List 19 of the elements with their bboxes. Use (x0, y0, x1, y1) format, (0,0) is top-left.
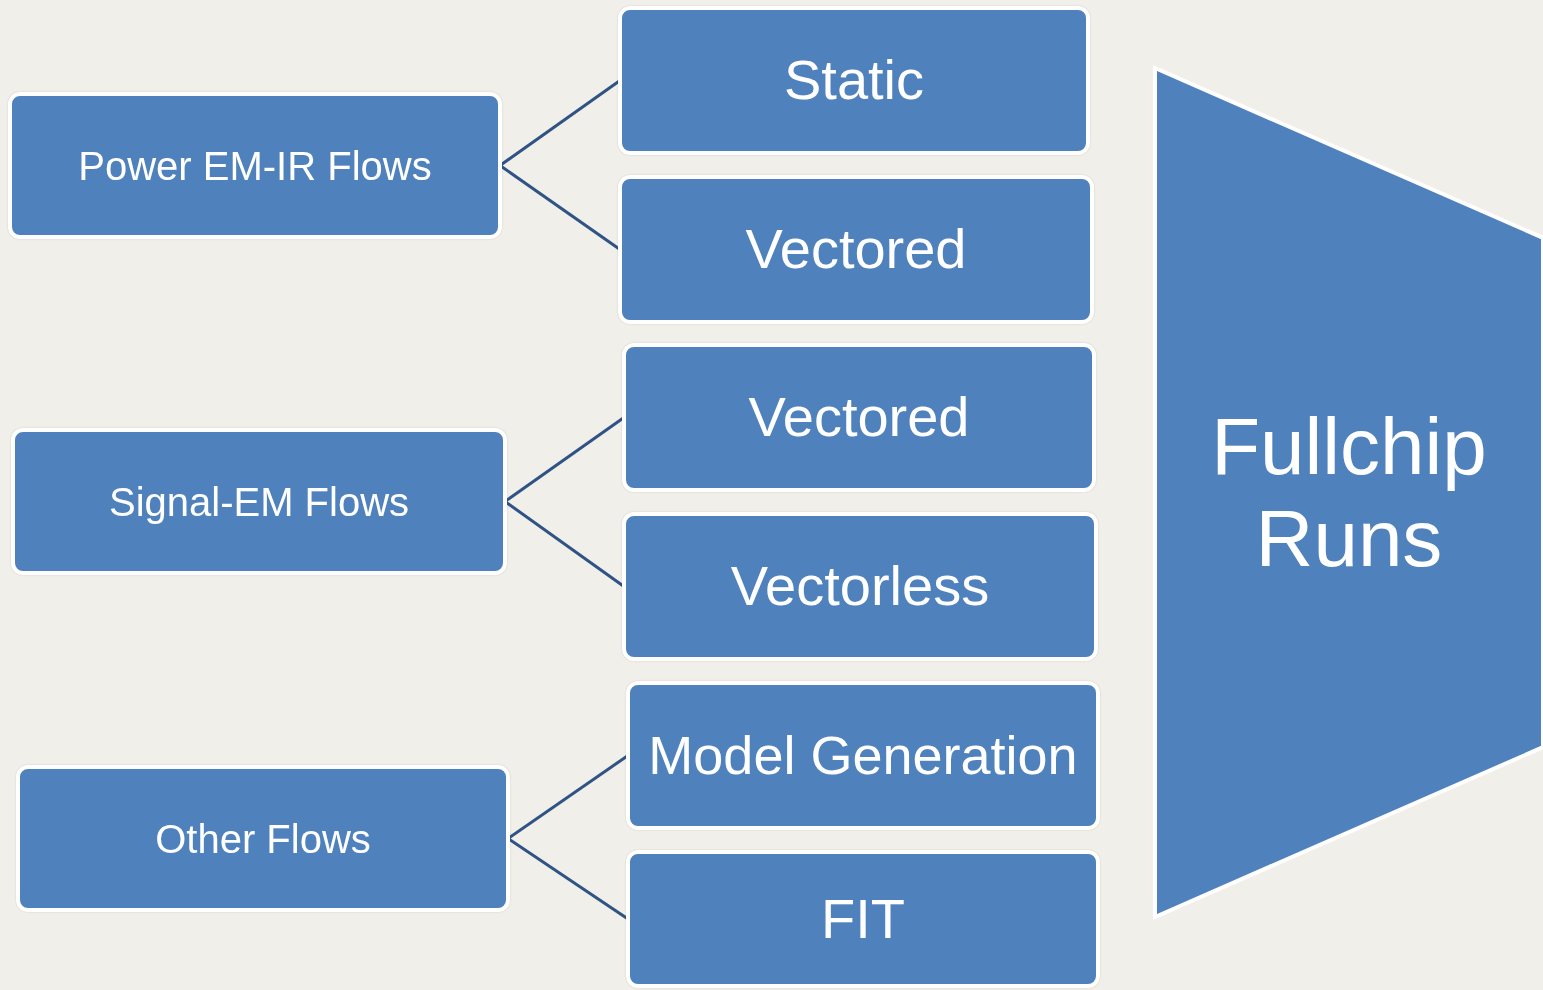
node-label: Vectored (745, 217, 967, 282)
flow-box (626, 850, 1100, 988)
flow-box (11, 428, 507, 575)
flow-box (618, 175, 1094, 324)
node-label: Power EM-IR Flows (78, 142, 432, 189)
node-label: Model Generation (648, 724, 1078, 787)
node-label: Signal-EM Flows (108, 478, 410, 525)
flow-box (618, 6, 1090, 155)
node-label: FIT (821, 886, 905, 952)
flow-box (622, 343, 1096, 492)
node-label: Fullchip Runs (1210, 400, 1488, 585)
flow-box (626, 681, 1100, 830)
node-label: Static (783, 48, 925, 113)
node-label: Vectorless (730, 554, 990, 619)
flow-box (622, 512, 1098, 661)
node-label: Other Flows (155, 815, 371, 862)
node-label: Vectored (748, 385, 970, 450)
flow-box (8, 92, 502, 239)
flow-box (16, 765, 510, 912)
